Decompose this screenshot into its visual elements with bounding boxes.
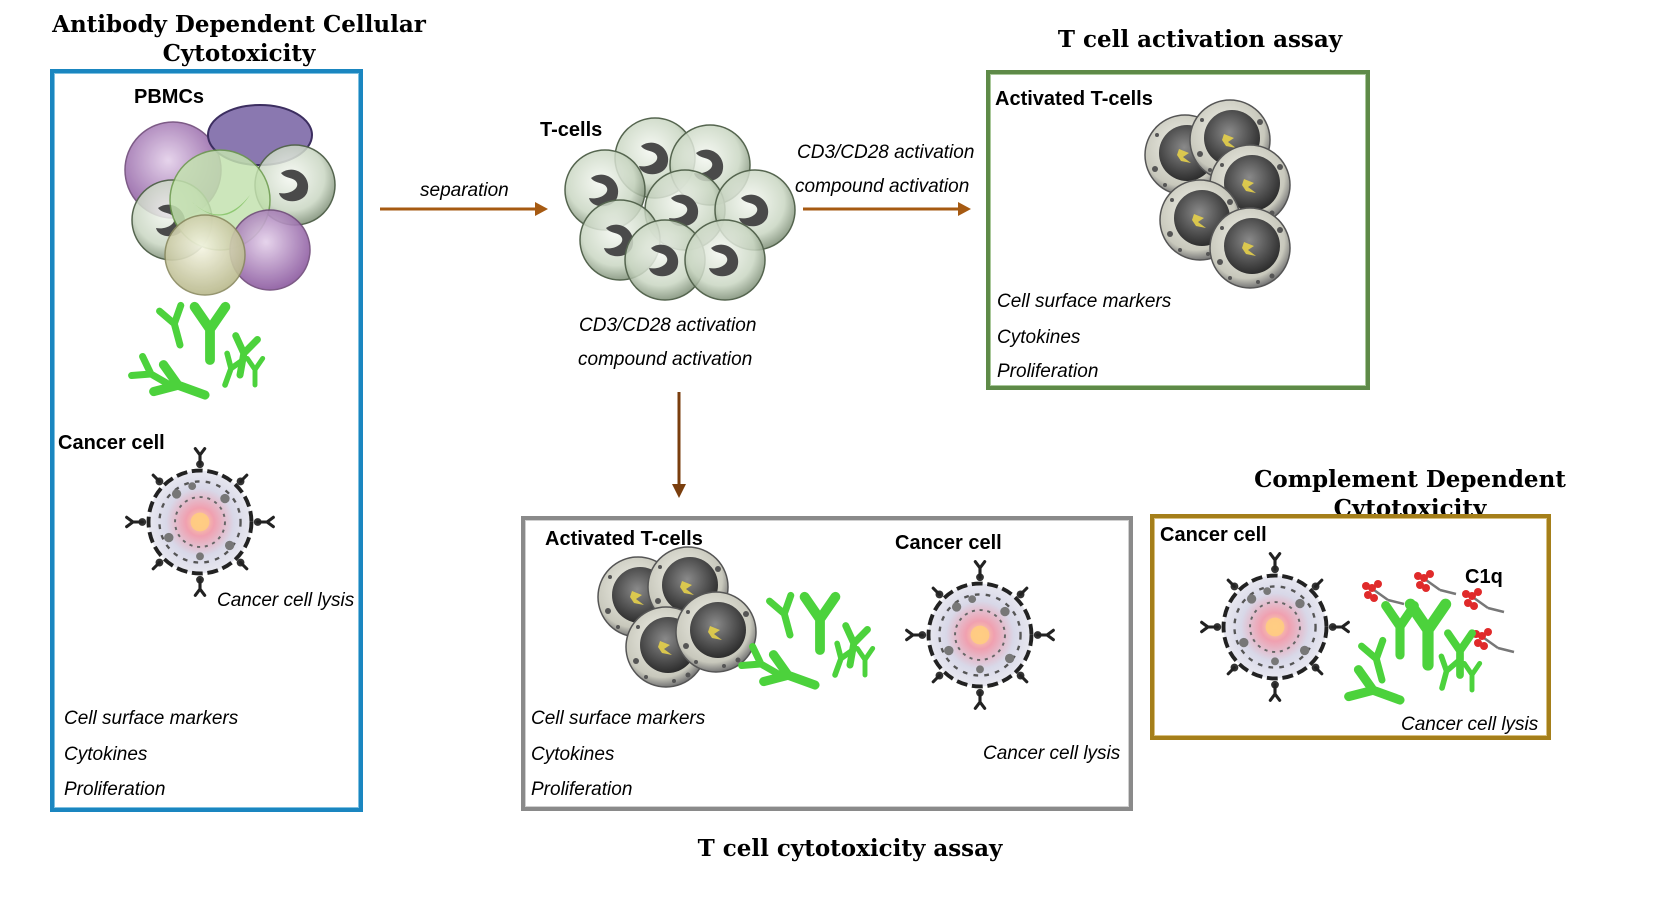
- cdc-cancer-cell-icon: [1199, 551, 1351, 703]
- cytotox-readout-3: Proliferation: [531, 779, 633, 800]
- adcc-cancer-cell-icon: [124, 446, 276, 598]
- tcells-label: T-cells: [540, 119, 603, 141]
- down-arrow: [672, 392, 686, 498]
- cdc-cancer-label: Cancer cell: [1160, 524, 1267, 546]
- adcc-cancer-label: Cancer cell: [58, 432, 165, 454]
- pbmc-cluster-icon: [124, 104, 336, 296]
- activated-tcells-icon: [1144, 99, 1291, 289]
- pbmcs-label: PBMCs: [134, 86, 205, 108]
- adcc-readout-3: Proliferation: [64, 779, 166, 800]
- cytotox-antibodies-icon: [760, 580, 880, 700]
- cytotox-readout-2: Cytokines: [531, 744, 615, 765]
- cytotox-cancer-cell-icon: [904, 559, 1056, 711]
- center-activation-line1: CD3/CD28 activation: [579, 315, 757, 336]
- cytotox-cancer-label: Cancer cell: [895, 532, 1002, 554]
- adcc-lysis-label: Cancer cell lysis: [217, 590, 355, 611]
- arrow-activation-line1: CD3/CD28 activation: [797, 142, 975, 163]
- activation-label: Activated T-cells: [995, 88, 1153, 110]
- activation-arrow: [803, 202, 971, 216]
- cdc-antibodies-c1q-icon: [1360, 568, 1516, 710]
- adcc-readout-2: Cytokines: [64, 744, 148, 765]
- cytotox-readout-1: Cell surface markers: [531, 708, 706, 729]
- tcell-cytotox-title: T cell cytotoxicity assay: [697, 835, 1003, 862]
- arrow-activation-line2: compound activation: [795, 176, 970, 197]
- cdc-lysis-label: Cancer cell lysis: [1401, 714, 1539, 735]
- separation-arrow: [380, 202, 548, 216]
- adcc-antibodies-icon: [150, 290, 270, 410]
- adcc-readout-1: Cell surface markers: [64, 708, 239, 729]
- activation-readout-2: Cytokines: [997, 327, 1081, 348]
- cytotox-tcell-label: Activated T-cells: [545, 528, 703, 550]
- activation-readout-3: Proliferation: [997, 361, 1099, 382]
- cytotox-tcells-icon: [597, 546, 757, 688]
- cytotox-lysis-label: Cancer cell lysis: [983, 743, 1121, 764]
- center-activation-line2: compound activation: [578, 349, 753, 370]
- separation-label: separation: [420, 180, 509, 201]
- activation-readout-1: Cell surface markers: [997, 291, 1172, 312]
- tcell-activation-title: T cell activation assay: [1057, 26, 1343, 53]
- adcc-title-line1: Antibody Dependent Cellular Cytotoxicity: [52, 11, 426, 67]
- c1q-label: C1q: [1465, 566, 1503, 588]
- tcell-cluster-icon: [564, 117, 796, 301]
